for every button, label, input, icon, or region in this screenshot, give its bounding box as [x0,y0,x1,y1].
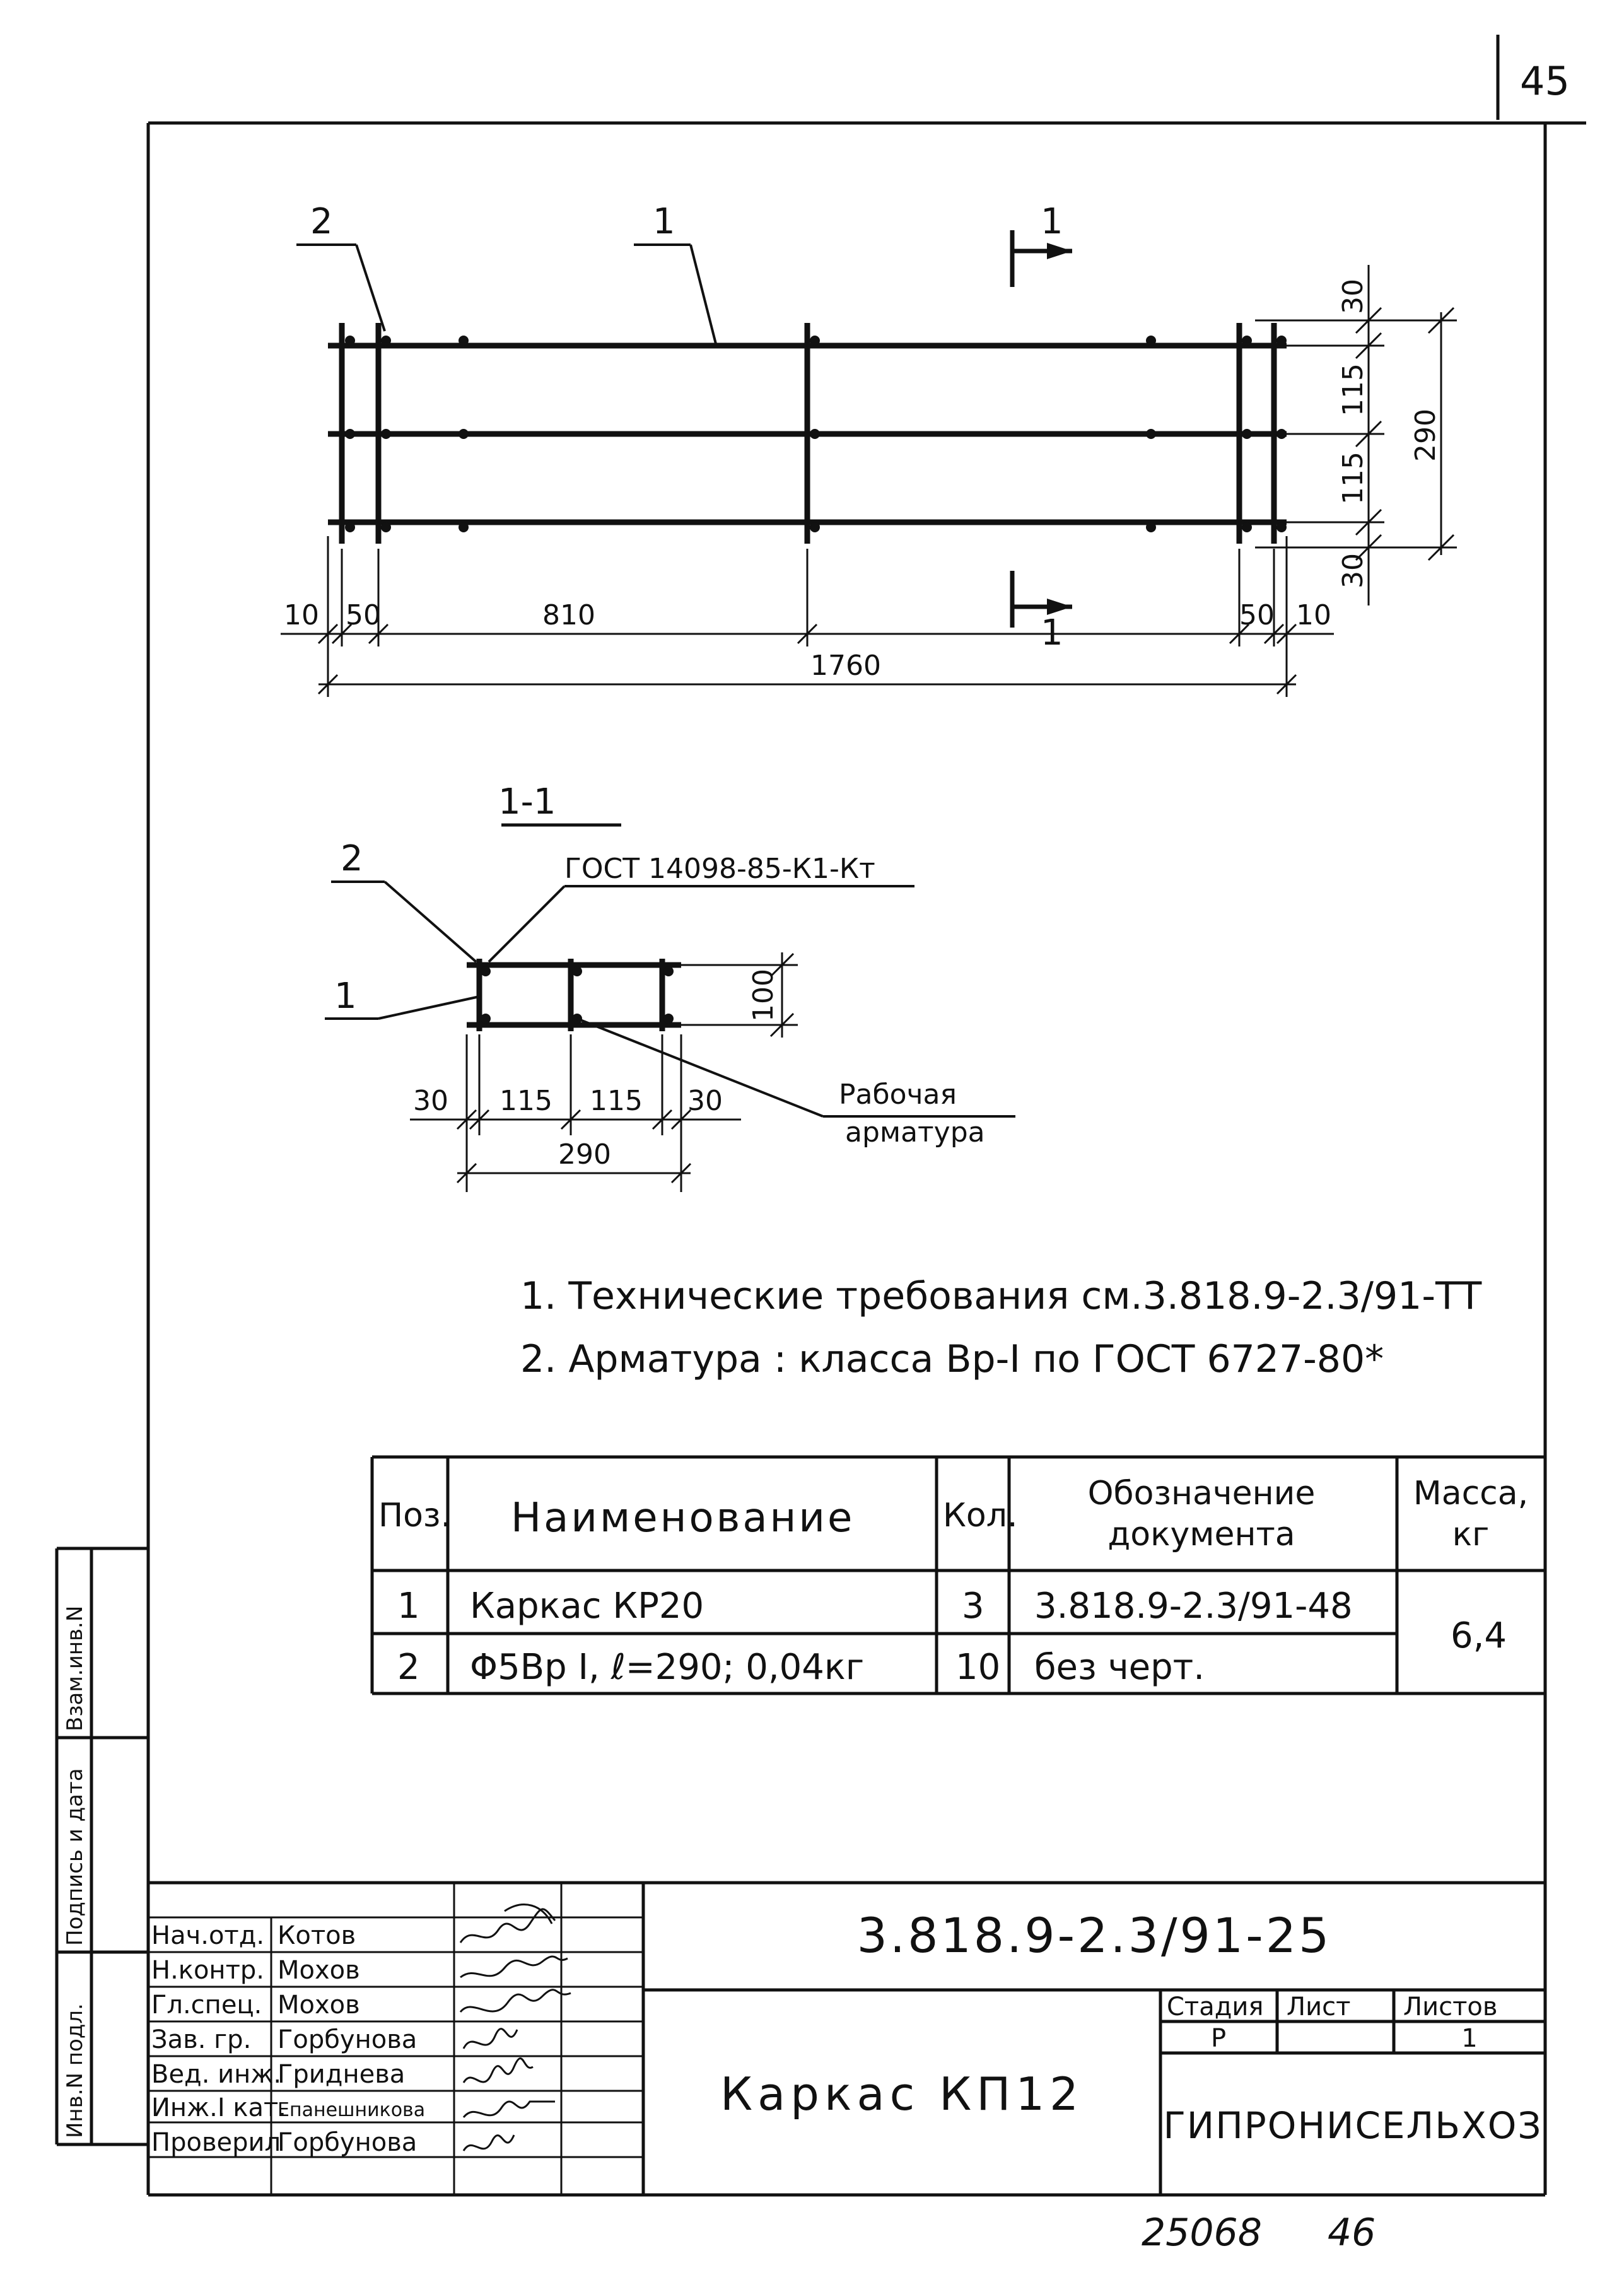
spec-row-1: 1 Каркас КР20 3 3.818.9-2.3/91-48 [397,1586,1353,1627]
section-height-dim-lines [681,952,798,1038]
section-height-dim: 100 [747,969,780,1022]
side-stamp-original-inventory: Инв.N подл. [62,2003,88,2138]
plan-dim-bottom-4: 10 [1296,599,1331,631]
name-2: Мохов [277,1991,360,2020]
plan-callout-1 [634,243,717,344]
section-title: 1-1 [498,781,556,822]
section-mark-bottom [1010,571,1072,628]
plan-callout-2-label: 2 [310,201,333,242]
plan-dim-right-1: 115 [1337,363,1369,416]
section-dim-bottom-0: 30 [413,1085,448,1117]
spec-header-name: Наименование [511,1495,855,1541]
role-6: Проверил [151,2128,281,2157]
spec-header-doc-1: Обозначение [1088,1475,1316,1512]
spec-row-1-qty: 3 [962,1586,984,1627]
section-mark-top [1010,230,1072,287]
plan-dim-bottom-1: 50 [346,599,381,631]
signatures [459,1904,571,2151]
spec-row-1-doc: 3.818.9-2.3/91-48 [1034,1586,1353,1627]
role-0: Нач.отд. [151,1921,264,1950]
plan-dim-bottom-2: 810 [542,599,595,631]
document-code: 3.818.9-2.3/91-25 [857,1907,1332,1963]
side-stamp: Взам.инв.N Подпись и дата Инв.N подл. [55,1547,148,2146]
sheets-value: 1 [1461,2024,1477,2053]
spec-row-2-qty: 10 [955,1647,1000,1688]
section-dim-bottom-3: 30 [687,1085,723,1117]
weld-gost-label: ГОСТ 14098-85-К1-Кт [564,853,875,885]
section-bars [467,959,681,1031]
sheet-label: Лист [1287,1992,1350,2021]
section-callout-1-label: 1 [334,976,357,1017]
role-1: Н.контр. [151,1956,264,1985]
section-callout-lines [325,880,1015,1118]
plan-callout-1-label: 1 [653,201,675,242]
page-number: 45 [1520,58,1570,104]
plan-dim-bottom-total: 1760 [810,650,881,682]
section-dim-bottom-1: 115 [499,1085,552,1117]
spec-row-1-name: Каркас КР20 [470,1586,704,1627]
stage-label: Стадия [1167,1992,1263,2021]
plan-transverse-bars [339,323,1277,544]
note-1: 1. Технические требования см.3.818.9-2.3… [520,1274,1482,1318]
stage-value: Р [1211,2024,1226,2053]
spec-mass: 6,4 [1451,1615,1507,1656]
name-5: Епанешникова [277,2099,425,2121]
side-stamp-replacement: Взам.инв.N [62,1606,88,1731]
title-block-grid [148,1881,1545,2195]
spec-row-2: 2 Φ5Bp I, ℓ=290; 0,04кг 10 без черт. [397,1647,1205,1688]
section-weld-dots [481,966,674,1024]
section-view: 1-1 2 1 ГОСТ 14098-85-К1-Кт Рабо [325,781,1015,1192]
footer-inventory: 25068 [1142,2211,1262,2255]
organization: ГИПРОНИСЕЛЬХОЗ [1163,2104,1542,2147]
plan-dim-right-0: 30 [1337,279,1369,314]
note-2: 2. Арматура : класса Bp-I по ГОСТ 6727-8… [520,1337,1384,1381]
spec-header-mass-2: кг [1452,1516,1490,1553]
role-4: Вед. инж. [151,2060,281,2089]
spec-row-2-name: Φ5Bp I, ℓ=290; 0,04кг [470,1647,864,1688]
sheets-label: Листов [1403,1992,1497,2021]
name-4: Гриднева [277,2060,405,2089]
section-dim-total: 290 [558,1138,611,1171]
sheet-frame [146,121,1586,2197]
plan-bottom-dim-lines [281,536,1334,697]
plan-dim-right-total: 290 [1410,409,1442,462]
role-3: Зав. гр. [151,2025,251,2054]
plan-dim-bottom-0: 10 [284,599,319,631]
spec-header-qty: Кол. [943,1497,1018,1535]
name-0: Котов [277,1921,356,1950]
working-reinforcement-label-2: арматура [845,1116,985,1149]
plan-weld-dots [345,336,1287,532]
spec-header-pos: Поз. [378,1497,451,1535]
spec-header-doc-2: документа [1107,1516,1295,1553]
plan-dim-bottom-3: 50 [1239,599,1275,631]
spec-row-2-doc: без черт. [1034,1647,1205,1688]
section-bottom-dim-lines [410,1034,741,1192]
spec-table: Поз. Наименование Кол. Обозначение докум… [370,1455,1545,1695]
footer-sheet: 46 [1328,2211,1376,2255]
name-1: Мохов [277,1956,360,1985]
title-block: Нач.отд. Н.контр. Гл.спец. Зав. гр. Вед.… [148,1881,1545,2195]
plan-callout-2 [296,243,386,332]
side-stamp-signature-date: Подпись и дата [62,1768,88,1946]
name-3: Горбунова [277,2025,417,2054]
name-6: Горбунова [277,2128,417,2157]
section-callout-2-label: 2 [341,838,363,879]
plan-right-dim-lines [1255,265,1457,605]
role-2: Гл.спец. [151,1991,262,2020]
section-mark-top-label: 1 [1041,201,1063,242]
working-reinforcement-label-1: Рабочая [839,1079,957,1111]
role-5: Инж.I кат. [151,2093,286,2122]
spec-table-grid [370,1455,1545,1695]
spec-row-1-pos: 1 [397,1586,420,1627]
drawing-title: Каркас КП12 [720,2068,1084,2120]
spec-header-mass-1: Масса, [1413,1475,1528,1512]
spec-row-2-pos: 2 [397,1647,420,1688]
section-dim-bottom-2: 115 [590,1085,643,1117]
title-block-signature-grid [148,1883,643,2195]
plan-dim-right-2: 115 [1337,452,1369,505]
plan-view: 2 1 1 1 [281,201,1457,697]
plan-dim-right-3: 30 [1337,553,1369,588]
